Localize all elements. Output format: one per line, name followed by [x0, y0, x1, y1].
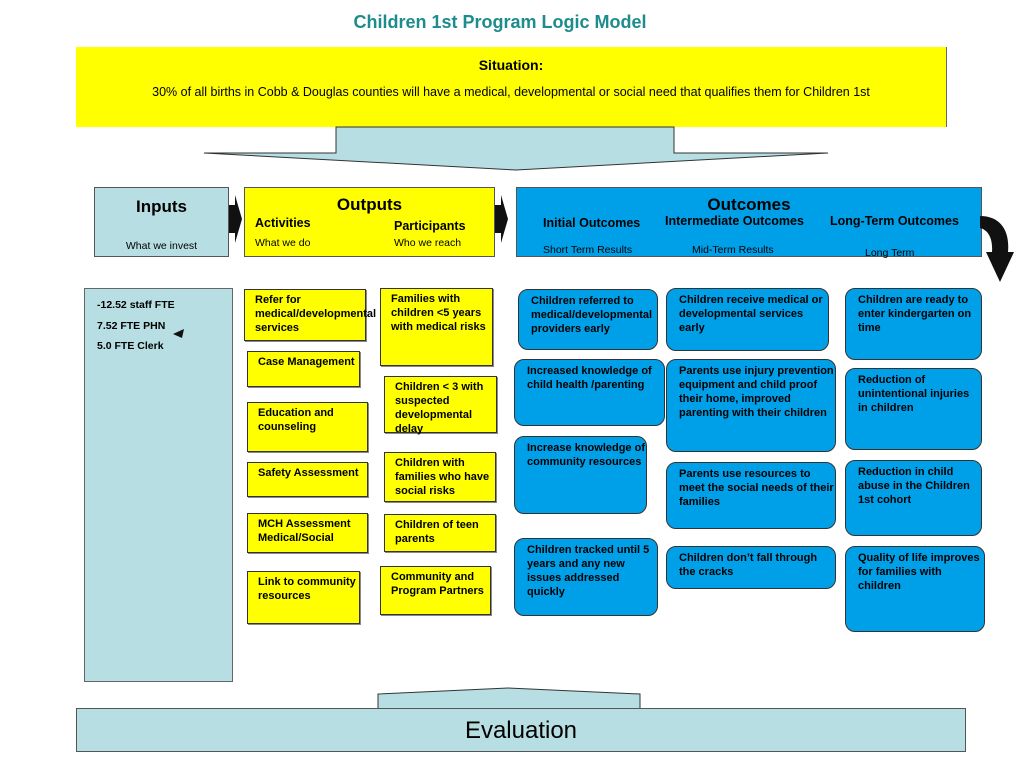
initial-outcomes-heading: Initial Outcomes: [543, 216, 641, 230]
initial-outcome-box: Increased knowledge of child health /par…: [514, 359, 665, 426]
initial-outcome-box: Children tracked until 5 years and any n…: [514, 538, 658, 616]
outputs-to-outcomes-arrow: [495, 195, 508, 243]
small-arrow-icon: [173, 329, 184, 338]
input-item: 5.0 FTE Clerk: [97, 340, 164, 352]
evaluation-up-arrow: [377, 687, 641, 710]
long-term-outcome-box: Reduction in child abuse in the Children…: [845, 460, 982, 536]
long-term-outcomes-heading: Long-Term Outcomes: [830, 214, 959, 228]
initial-outcome-box: Children referred to medical/development…: [518, 289, 658, 350]
situation-box: Situation: 30% of all births in Cobb & D…: [76, 47, 947, 127]
inputs-header: Inputs What we invest: [94, 187, 229, 257]
initial-outcomes-subtitle: Short Term Results: [543, 244, 633, 256]
intermediate-outcome-box: Children receive medical or developmenta…: [666, 288, 829, 351]
participants-heading: Participants: [394, 219, 466, 233]
situation-down-arrow: [203, 126, 829, 171]
inputs-heading: Inputs: [136, 197, 187, 216]
long-term-outcome-box: Reduction of unintentional injuries in c…: [845, 368, 982, 450]
intermediate-outcomes-subtitle: Mid-Term Results: [692, 244, 774, 256]
long-term-outcome-box: Quality of life improves for families wi…: [845, 546, 985, 632]
participant-box: Children of teen parents: [384, 514, 496, 552]
initial-outcome-box: Increase knowledge of community resource…: [514, 436, 647, 514]
evaluation-box: Evaluation: [76, 708, 966, 752]
long-term-outcomes-subtitle: Long Term: [865, 247, 915, 259]
long-term-outcome-box: Children are ready to enter kindergarten…: [845, 288, 982, 360]
inputs-to-outputs-arrow: [229, 195, 242, 243]
situation-text: 30% of all births in Cobb & Douglas coun…: [152, 85, 870, 99]
participant-box: Families with children <5 years with med…: [380, 288, 493, 366]
participant-box: Children with families who have social r…: [384, 452, 496, 502]
intermediate-outcome-box: Children don’t fall through the cracks: [666, 546, 836, 589]
outcomes-heading: Outcomes: [707, 195, 791, 214]
activity-box: Refer for medical/developmental services: [244, 289, 376, 341]
activities-heading: Activities: [255, 216, 311, 230]
participant-box: Children < 3 with suspected developmenta…: [384, 376, 497, 435]
intermediate-outcome-box: Parents use injury prevention equipment …: [666, 359, 836, 452]
participant-box: Community and Program Partners: [380, 566, 491, 615]
inputs-subtitle: What we invest: [125, 240, 198, 252]
curved-return-arrow-icon: [980, 216, 1014, 282]
intermediate-outcomes-heading: Intermediate Outcomes: [665, 214, 804, 228]
activity-box: Education and counseling: [247, 402, 368, 452]
activities-subtitle: What we do: [255, 237, 311, 249]
activity-box: Safety Assessment: [247, 462, 368, 497]
inputs-column: -12.52 staff FTE 7.52 FTE PHN 5.0 FTE Cl…: [84, 288, 233, 682]
situation-heading: Situation:: [478, 57, 544, 73]
input-item: -12.52 staff FTE: [97, 299, 175, 311]
activity-box: Link to community resources: [247, 571, 360, 624]
activity-box: Case Management: [247, 351, 360, 387]
page-title: Children 1st Program Logic Model: [353, 12, 647, 32]
outputs-heading: Outputs: [336, 195, 403, 214]
activity-box: MCH Assessment Medical/Social: [247, 513, 368, 553]
intermediate-outcome-box: Parents use resources to meet the social…: [666, 462, 836, 529]
outputs-header: Outputs Activities What we do Participan…: [244, 187, 495, 257]
input-item: 7.52 FTE PHN: [97, 320, 166, 332]
participants-subtitle: Who we reach: [394, 237, 462, 249]
outcomes-header: Outcomes Initial Outcomes Short Term Res…: [516, 187, 982, 259]
